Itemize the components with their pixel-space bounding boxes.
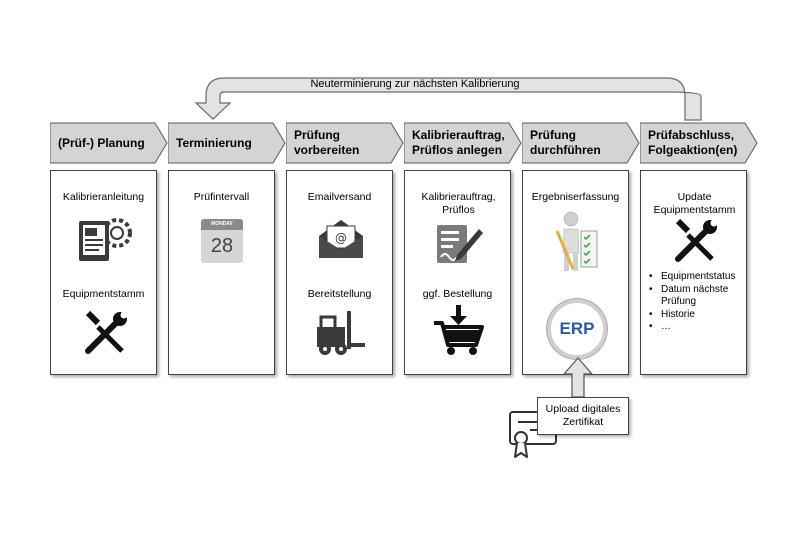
- email-envelope-icon: @: [319, 220, 363, 258]
- phase-box-anlegen: Kalibrierauftrag, Prüflos ggf. Bestellun…: [404, 170, 511, 375]
- erp-icon: ERP: [547, 299, 607, 359]
- forklift-icon: [317, 311, 365, 355]
- phase-box-abschluss: Update Equipmentstamm Equipmentstatus Da…: [640, 170, 747, 375]
- phase-chevron-abschluss: Prüfabschluss, Folgeaktion(en): [640, 122, 760, 164]
- phase-title: Terminierung: [176, 135, 252, 150]
- upload-arrow: [562, 357, 594, 398]
- calendar-date: 28: [210, 235, 234, 257]
- wrench-screwdriver-icon: [85, 310, 128, 354]
- box-item-label: Kalibrieranleitung: [62, 191, 145, 203]
- phase-title: Prüfung vorbereiten: [294, 128, 360, 157]
- calendar-icon: MONDAY 28: [201, 219, 243, 263]
- shopping-cart-icon: [434, 305, 484, 355]
- bullet-item: Datum nächste Prüfung: [649, 284, 749, 309]
- phase-chevron-anlegen: Kalibrierauftrag, Prüflos anlegen: [404, 122, 524, 164]
- form-pen-icon: [437, 225, 483, 263]
- manual-gear-icon: [79, 218, 132, 261]
- phase-box-planung: Kalibrieranleitung Equipmentstamm: [50, 170, 157, 375]
- phase-title: Kalibrierauftrag, Prüflos anlegen: [412, 128, 505, 157]
- calendar-day: MONDAY: [211, 221, 233, 227]
- bullet-item: Historie: [649, 309, 749, 322]
- phase-title: Prüfabschluss, Folgeaktion(en): [648, 128, 738, 157]
- box-item-label: Emailversand: [307, 191, 372, 203]
- person-checklist-icon: [555, 211, 598, 271]
- phase-box-durchfuehren: Ergebniserfassung ERP: [522, 170, 629, 375]
- status-bullet-list: Equipmentstatus Datum nächste Prüfung Hi…: [649, 271, 749, 334]
- phase-chevron-vorbereiten: Prüfung vorbereiten: [286, 122, 406, 164]
- box-item-label: Kalibrierauftrag, Prüflos: [421, 191, 496, 216]
- phase-chevron-planung: (Prüf-) Planung: [50, 122, 170, 164]
- phase-title: Prüfung durchführen: [530, 128, 601, 157]
- upload-label-box: Upload digitales Zertifikat: [537, 397, 629, 435]
- loop-label: Neuterminierung zur nächsten Kalibrierun…: [310, 78, 520, 90]
- bullet-item: Equipmentstatus: [649, 271, 749, 284]
- phase-chevron-durchfuehren: Prüfung durchführen: [522, 122, 642, 164]
- bullet-item: …: [649, 321, 749, 334]
- wrench-screwdriver-icon: [675, 219, 718, 262]
- box-item-label: Prüfintervall: [193, 191, 250, 203]
- box-item-label: Update Equipmentstamm: [653, 191, 736, 216]
- box-item-label: Ergebniserfassung: [531, 191, 620, 203]
- box-item-label: Equipmentstamm: [62, 288, 145, 300]
- phase-chevron-terminierung: Terminierung: [168, 122, 288, 164]
- svg-text:@: @: [335, 231, 347, 245]
- phase-box-terminierung: Prüfintervall MONDAY 28: [168, 170, 275, 375]
- phase-box-vorbereiten: Emailversand @ Bereitstellung: [286, 170, 393, 375]
- erp-label: ERP: [559, 319, 595, 338]
- upload-label: Upload digitales Zertifikat: [545, 403, 621, 428]
- box-item-label: ggf. Bestellung: [422, 288, 493, 300]
- box-item-label: Bereitstellung: [307, 288, 372, 300]
- phase-title: (Prüf-) Planung: [58, 135, 145, 150]
